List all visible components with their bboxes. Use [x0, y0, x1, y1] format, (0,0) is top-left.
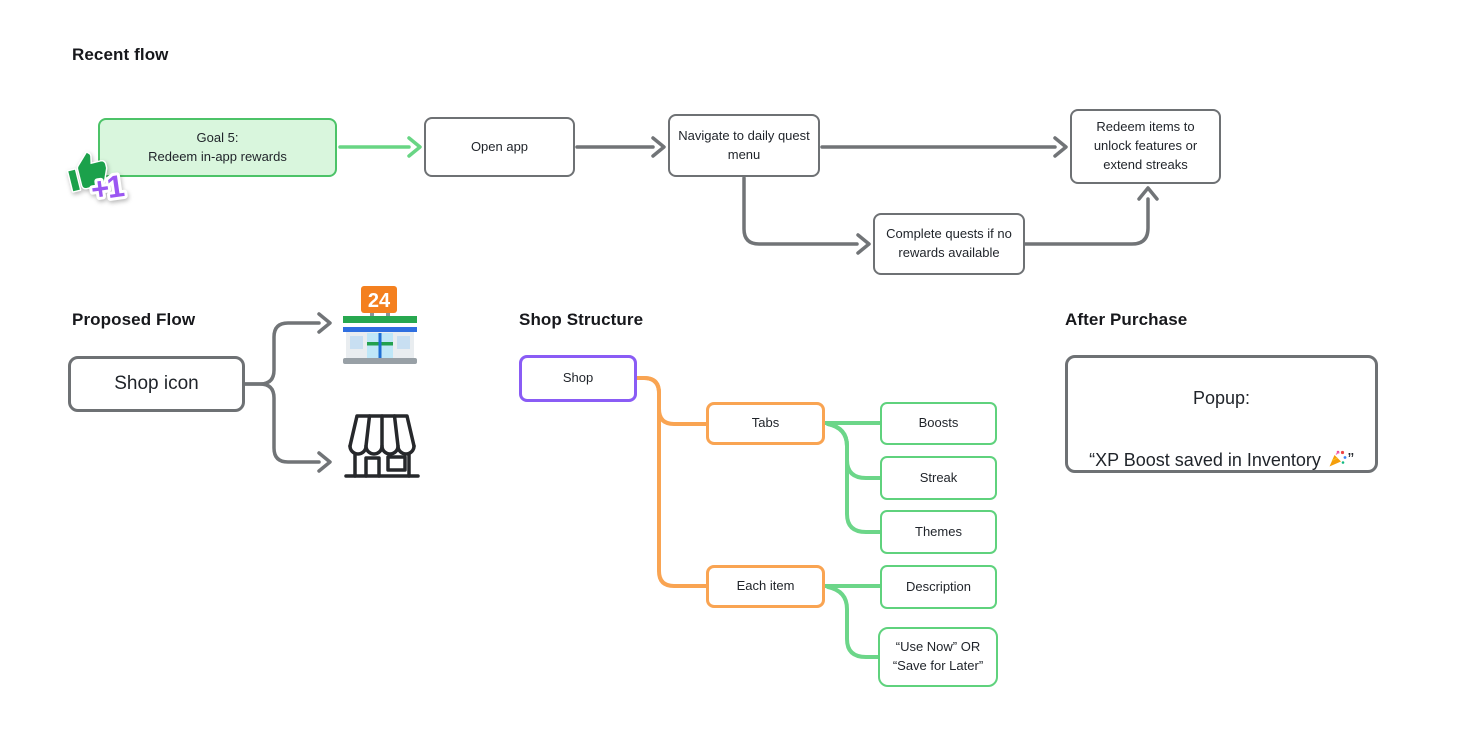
streak-node[interactable]: Streak: [880, 456, 997, 500]
shop-structure-heading: Shop Structure: [519, 310, 644, 329]
themes-node[interactable]: Themes: [880, 510, 997, 554]
description-node-label: Description: [905, 578, 972, 594]
arrowhead-openapp-to-navigate: [651, 136, 666, 158]
store-sign-text: 24: [368, 290, 391, 312]
proposed-flow-heading: Proposed Flow: [72, 310, 196, 329]
themes-node-label: Themes: [915, 523, 962, 539]
shop-node-label: Shop: [562, 370, 594, 386]
connector-shop-to-tabs: [635, 376, 708, 426]
recent-flow-heading: Recent flow: [72, 45, 169, 64]
boosts-node-label: Boosts: [918, 415, 959, 431]
shop-node[interactable]: Shop: [519, 355, 637, 402]
arrowhead-complete-to-redeem: [1137, 186, 1159, 201]
arrow-shopicon-to-conveniencestore: [243, 321, 321, 386]
each-item-node[interactable]: Each item: [706, 565, 825, 608]
complete-quests-node-label: Complete quests if no rewards available: [886, 226, 1012, 260]
description-node[interactable]: Description: [880, 565, 997, 609]
goal-node-label: Goal 5: Redeem in-app rewards: [148, 129, 287, 164]
each-item-node-label: Each item: [736, 578, 795, 594]
open-app-node[interactable]: Open app: [424, 117, 575, 177]
boosts-node[interactable]: Boosts: [880, 402, 997, 445]
item-actions-node-label: “Use Now” OR “Save for Later”: [892, 639, 984, 673]
arrowhead-shopicon-to-conveniencestore: [317, 312, 332, 334]
streak-node-label: Streak: [919, 469, 958, 485]
navigate-quest-node-label: Navigate to daily quest menu: [678, 127, 810, 162]
arrowhead-shopicon-to-marketstall: [317, 451, 332, 473]
arrow-complete-to-redeem: [1023, 197, 1150, 246]
tabs-node-label: Tabs: [751, 415, 780, 431]
complete-quests-node[interactable]: Complete quests if no rewards available: [873, 213, 1025, 275]
connector-shop-to-eachitem: [635, 376, 708, 588]
arrow-navigate-to-complete: [742, 176, 859, 246]
arrow-shopicon-to-marketstall: [243, 382, 321, 464]
shop-icon-node-label: Shop icon: [114, 373, 199, 395]
popup-node[interactable]: Popup: “XP Boost saved in Inventory ”: [1065, 355, 1378, 473]
redeem-items-node-label: Redeem items to unlock features or exten…: [1093, 119, 1198, 172]
redeem-items-node[interactable]: Redeem items to unlock features or exten…: [1070, 109, 1221, 184]
connector-tabs-to-streak: [826, 422, 882, 480]
arrowhead-goal-to-openapp: [407, 136, 422, 158]
popup-line1: Popup:: [1192, 388, 1251, 409]
thumbs-up-plus-one-sticker[interactable]: +1: [64, 146, 146, 208]
popup-line2-suffix: ”: [1347, 449, 1354, 470]
arrowhead-navigate-to-redeem: [1053, 136, 1068, 158]
thumbs-up-icon: [65, 149, 110, 191]
party-popper-icon: [1329, 450, 1347, 467]
plus-one-sticker-text: +1: [89, 168, 127, 207]
after-purchase-heading: After Purchase: [1065, 310, 1188, 329]
connector-eachitem-to-actions: [826, 585, 880, 659]
popup-node-label: Popup: “XP Boost saved in Inventory ”: [1083, 351, 1360, 477]
tabs-node[interactable]: Tabs: [706, 402, 825, 445]
connector-tabs-to-themes: [826, 422, 882, 534]
navigate-quest-node[interactable]: Navigate to daily quest menu: [668, 114, 820, 177]
item-actions-node[interactable]: “Use Now” OR “Save for Later”: [878, 627, 998, 687]
arrowhead-navigate-to-complete: [856, 233, 871, 255]
popup-line2-prefix: “XP Boost saved in Inventory: [1089, 449, 1326, 470]
market-stall-icon[interactable]: [340, 404, 424, 482]
open-app-node-label: Open app: [470, 138, 529, 154]
shop-icon-node[interactable]: Shop icon: [68, 356, 245, 412]
goal-node[interactable]: Goal 5: Redeem in-app rewards: [98, 118, 337, 177]
convenience-store-icon[interactable]: 24: [340, 286, 420, 364]
